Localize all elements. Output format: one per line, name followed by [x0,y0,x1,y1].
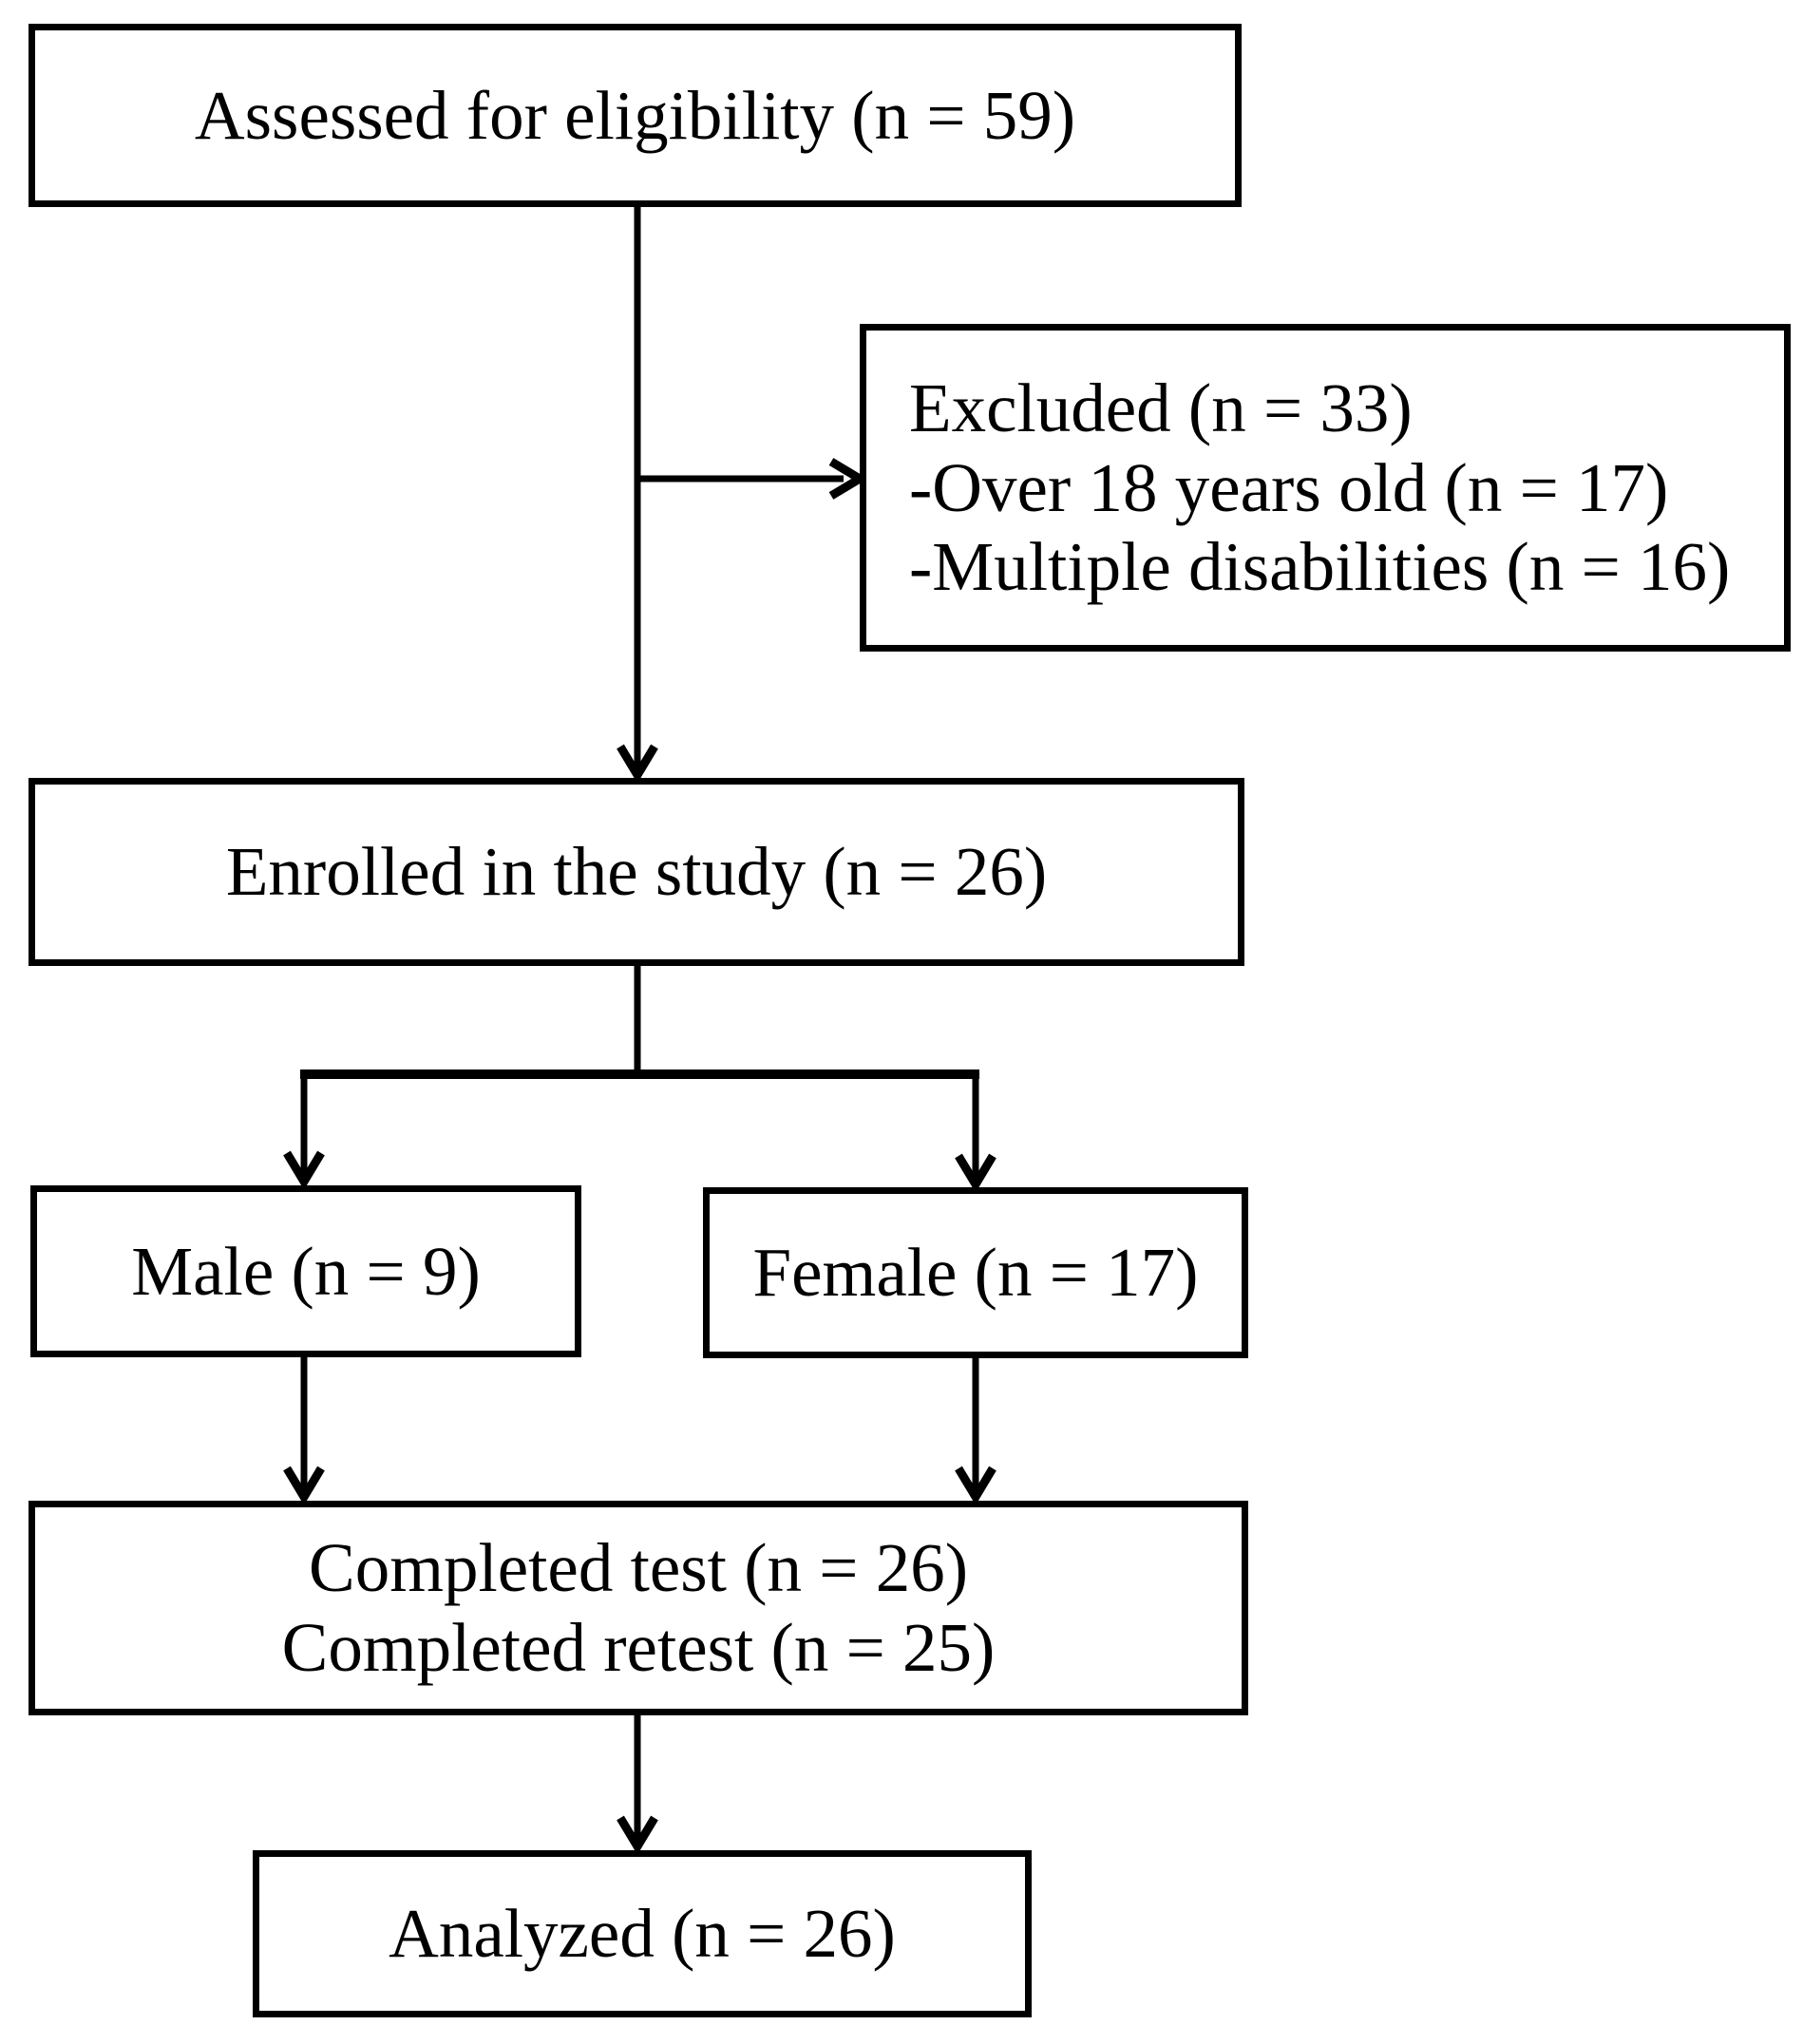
assessed-label: Assessed for eligibility (n = 59) [194,76,1076,154]
arrowhead-down-icon [617,1815,658,1855]
female-box: Female (n = 17) [703,1187,1248,1358]
excluded-line: -Over 18 years old (n = 17) [909,448,1669,526]
completed-line: Completed test (n = 26) [309,1529,968,1607]
completed-line: Completed retest (n = 25) [281,1609,996,1686]
enrolled-label: Enrolled in the study (n = 26) [225,833,1048,911]
arrowhead-down-icon [283,1466,325,1505]
arrowhead-down-icon [955,1466,996,1505]
completed-box: Completed test (n = 26) Completed retest… [28,1501,1248,1715]
arrowhead-down-icon [283,1150,325,1190]
analyzed-box: Analyzed (n = 26) [253,1850,1032,2017]
male-label: Male (n = 9) [131,1232,481,1310]
analyzed-label: Analyzed (n = 26) [389,1895,896,1973]
male-box: Male (n = 9) [30,1185,581,1357]
assessed-box: Assessed for eligibility (n = 59) [28,24,1242,207]
female-label: Female (n = 17) [752,1234,1199,1312]
enrolled-box: Enrolled in the study (n = 26) [28,778,1244,966]
excluded-line: Excluded (n = 33) [909,369,1413,446]
excluded-box: Excluded (n = 33) -Over 18 years old (n … [860,324,1791,652]
excluded-line: -Multiple disabilities (n = 16) [909,528,1731,606]
arrowhead-down-icon [955,1153,996,1193]
arrowhead-down-icon [617,744,658,784]
